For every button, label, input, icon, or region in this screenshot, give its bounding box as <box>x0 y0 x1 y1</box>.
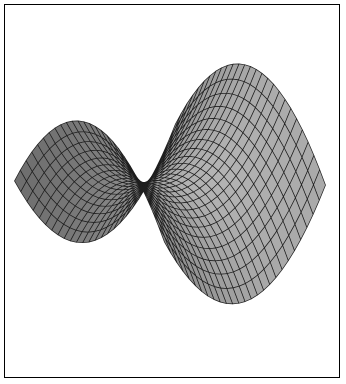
mesh-cell <box>158 226 172 254</box>
surface-mesh <box>14 63 326 305</box>
figure-frame <box>4 4 340 378</box>
saddle-surface-plot <box>14 63 326 305</box>
